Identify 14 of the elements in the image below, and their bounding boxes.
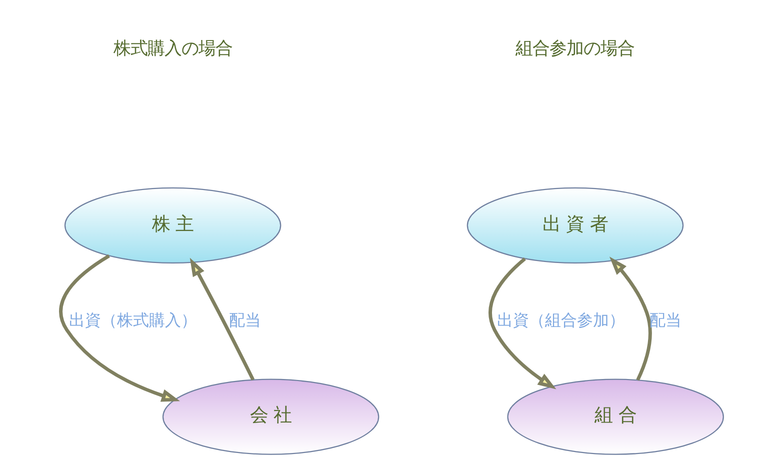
edge-label: 出資（組合参加） xyxy=(496,310,624,330)
edge-label: 配当 xyxy=(649,310,682,330)
arrow xyxy=(608,256,652,381)
arrow xyxy=(189,258,254,381)
arrow xyxy=(58,254,180,402)
node-ellipse: 株 主 xyxy=(64,187,281,264)
edge-label: 配当 xyxy=(228,310,260,330)
label: 組合参加の場合 xyxy=(515,39,634,60)
node-ellipse: 出 資 者 xyxy=(466,187,684,264)
label: 株式購入の場合 xyxy=(112,39,232,60)
node-ellipse: 会 社 xyxy=(162,378,379,455)
node-ellipse: 組 合 xyxy=(506,378,724,455)
edge-label: 出資（株式購入） xyxy=(68,310,197,330)
arrow xyxy=(488,257,556,390)
